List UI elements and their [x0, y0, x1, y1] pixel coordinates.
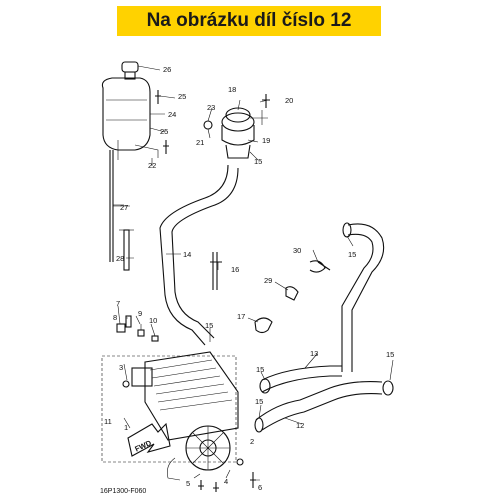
callout-13: 13 — [310, 349, 318, 358]
callout-6: 6 — [258, 483, 262, 492]
cooling-fan — [167, 425, 244, 481]
callout-27: 27 — [120, 203, 128, 212]
clip-30 — [309, 260, 331, 273]
page-title: Na obrázku díl číslo 12 — [146, 10, 352, 31]
callout-15c: 15 — [205, 321, 213, 330]
callout-3: 3 — [119, 363, 123, 372]
callout-22: 22 — [148, 161, 156, 170]
overflow-pipe-27 — [109, 150, 134, 271]
callout-5: 5 — [186, 479, 190, 488]
callout-17: 17 — [237, 312, 245, 321]
clip-29 — [285, 286, 299, 301]
callout-8: 8 — [113, 313, 117, 322]
callout-25a: 25 — [178, 92, 186, 101]
callout-23: 23 — [207, 103, 215, 112]
callout-11: 11 — [104, 417, 112, 426]
callout-12: 12 — [296, 421, 304, 430]
callout-14: 14 — [183, 250, 191, 259]
callout-9: 9 — [138, 309, 142, 318]
callout-29: 29 — [264, 276, 272, 285]
callout-2: 2 — [250, 437, 254, 446]
callout-28: 28 — [116, 254, 124, 263]
callout-16: 16 — [231, 265, 239, 274]
radiator — [101, 351, 239, 463]
callout-30: 30 — [293, 246, 301, 255]
callout-1: 1 — [124, 423, 128, 432]
callout-15e: 15 — [386, 350, 394, 359]
hose-upper-right — [341, 222, 385, 372]
callout-15d: 15 — [256, 365, 264, 374]
callout-7: 7 — [116, 299, 120, 308]
hose-13 — [259, 365, 342, 394]
callout-15a: 15 — [254, 157, 262, 166]
callout-10: 10 — [149, 316, 157, 325]
callout-labels: 26 25 24 25 22 27 28 14 16 18 23 20 19 2… — [104, 65, 394, 492]
callout-4: 4 — [224, 477, 228, 486]
clip-17 — [254, 317, 273, 334]
callout-24: 24 — [168, 110, 176, 119]
radiator-cap-18 — [203, 107, 268, 159]
callout-19: 19 — [262, 136, 270, 145]
clip-16 — [210, 252, 222, 290]
diagram-code: 16P1300-F060 — [100, 488, 146, 495]
callout-15b: 15 — [348, 250, 356, 259]
fwd-arrow: FWD — [127, 422, 171, 457]
callout-21: 21 — [196, 138, 204, 147]
bolts — [155, 90, 270, 492]
callout-25b: 25 — [160, 127, 168, 136]
callout-20: 20 — [285, 96, 293, 105]
title-banner: Na obrázku díl číslo 12 — [117, 6, 381, 36]
callout-18: 18 — [228, 85, 236, 94]
callout-26: 26 — [163, 65, 171, 74]
hose-12 — [254, 380, 394, 433]
callout-15f: 15 — [255, 397, 263, 406]
hose-14 — [159, 164, 239, 346]
reservoir-tank — [101, 61, 159, 160]
